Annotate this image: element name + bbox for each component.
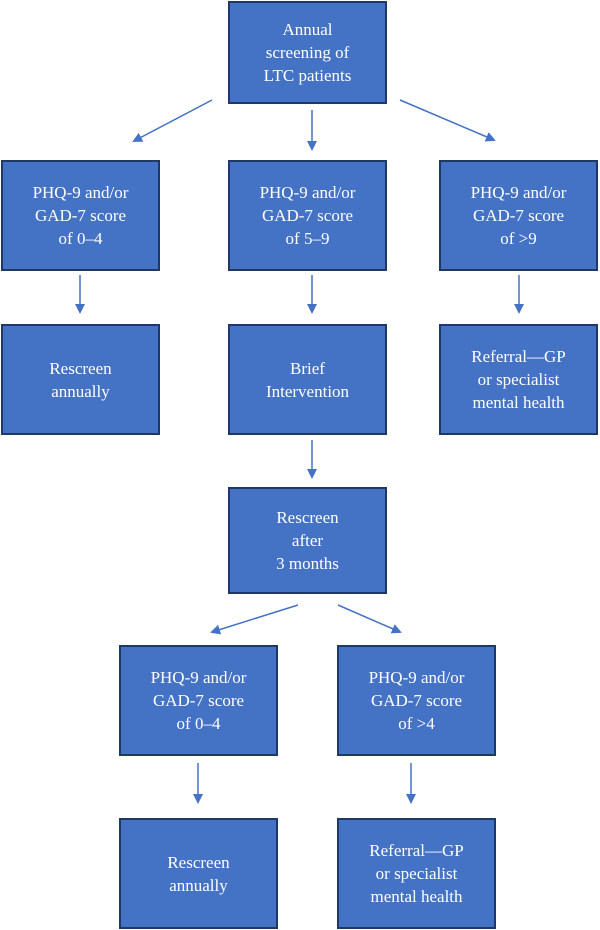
box-text-line: Rescreen [167,852,230,872]
box-text-line: Annual [282,20,333,39]
box-text-line: mental health [370,887,463,906]
box-text-line: GAD-7 score [261,206,354,225]
box-text-line: of 5–9 [285,229,330,248]
box-text-line: PHQ-9 and/or [259,183,356,202]
referral-box: Referral—GP or specialist mental health [439,324,598,435]
box-text-line: PHQ-9 and/or [150,668,247,687]
box-text-line: GAD-7 score [34,206,127,225]
arrow-start-to-score-low [132,99,213,142]
box-text-line: or specialist [375,864,458,883]
box-text-line: PHQ-9 and/or [470,183,567,202]
score-over-9-box: PHQ-9 and/or GAD-7 score of >9 [439,160,598,271]
arrow-rescreen-to-rescore-high [337,604,402,634]
annual-screening-box: Annual screening of LTC patients [228,1,387,104]
box-text-line: of >9 [500,229,537,248]
box-text-line: mental health [472,393,565,412]
box-text-line: Intervention [265,381,350,401]
box-text-line: or specialist [477,370,560,389]
box-text-line: GAD-7 score [370,691,463,710]
box-text-line: of 0–4 [176,714,221,733]
box-text-line: screening of [265,43,350,62]
box-text-line: annually [169,875,228,895]
rescreen-after-3-months-box: Rescreen after 3 months [228,487,387,594]
rescreen-annually-final-box: Rescreen annually [119,818,278,929]
box-text-line: LTC patients [263,66,352,85]
box-text-line: after [291,531,324,550]
arrow-rescreen-to-rescore-low [210,604,299,635]
rescore-over-4-box: PHQ-9 and/or GAD-7 score of >4 [337,645,496,756]
box-text-line: GAD-7 score [472,206,565,225]
box-text-line: Brief [290,358,325,378]
box-text-line: Referral—GP [369,841,464,860]
box-text-line: Referral—GP [471,347,566,366]
box-text-line: annually [51,381,110,401]
box-text-line: of >4 [398,714,435,733]
score-0-4-box: PHQ-9 and/or GAD-7 score of 0–4 [1,160,160,271]
rescreen-annually-box: Rescreen annually [1,324,160,435]
box-text-line: GAD-7 score [152,691,245,710]
referral-final-box: Referral—GP or specialist mental health [337,818,496,929]
box-text-line: PHQ-9 and/or [368,668,465,687]
brief-intervention-box: Brief Intervention [228,324,387,435]
box-text-line: Rescreen [276,508,339,527]
box-text-line: Rescreen [49,358,112,378]
arrow-start-to-score-high [399,99,496,142]
score-5-9-box: PHQ-9 and/or GAD-7 score of 5–9 [228,160,387,271]
box-text-line: of 0–4 [58,229,103,248]
box-text-line: PHQ-9 and/or [32,183,129,202]
rescore-0-4-box: PHQ-9 and/or GAD-7 score of 0–4 [119,645,278,756]
box-text-line: 3 months [276,554,339,573]
